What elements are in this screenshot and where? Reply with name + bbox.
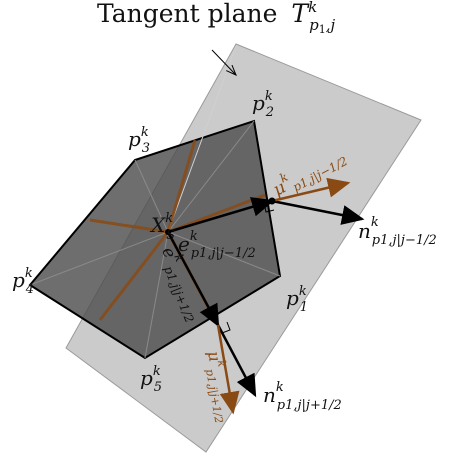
title-pointer xyxy=(211,49,236,75)
polygon-face xyxy=(28,119,282,360)
vector-mu-upper xyxy=(271,177,351,203)
vector-mu-lower xyxy=(216,324,240,415)
center-point xyxy=(165,229,171,235)
edge-midpoint xyxy=(268,197,276,205)
vector-e-upper xyxy=(167,197,275,234)
vector-n-lower xyxy=(216,324,257,398)
vector-e-lower xyxy=(166,231,220,328)
right-angle-marker-upper xyxy=(263,202,275,213)
right-angle-marker-lower xyxy=(221,321,231,334)
triangulation-lines xyxy=(29,45,281,359)
vector-n-upper xyxy=(271,199,365,225)
